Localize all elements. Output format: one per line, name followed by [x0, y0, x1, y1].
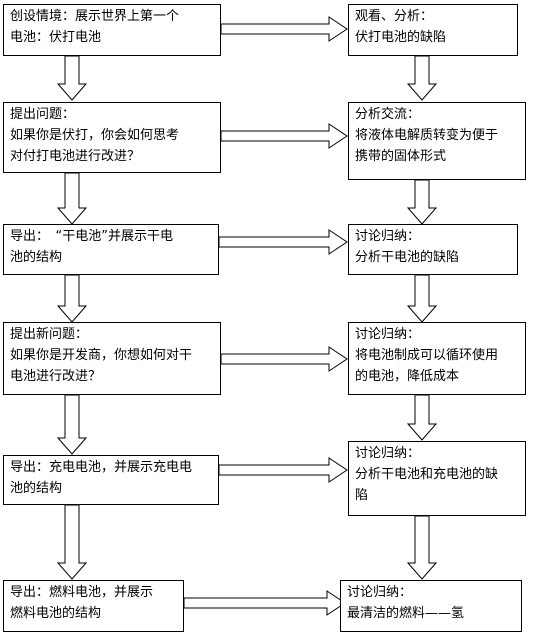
right-arrow-3	[218, 229, 348, 255]
right-box-2-line-2: 将液体电解质转变为便于	[355, 128, 499, 143]
right-box-5-line-1: 讨论归纳：	[355, 446, 421, 461]
down-arrow-left-5	[56, 504, 88, 580]
right-box-2-line-3: 携带的固体形式	[355, 149, 447, 164]
right-box-6-line-1: 讨论归纳：	[347, 585, 413, 600]
right-box-4-line-2: 将电池制成可以循环使用	[355, 348, 499, 363]
left-box-6-line-1: 导出：燃料电池，并展示	[10, 585, 154, 600]
left-box-4-line-2: 如果你是开发商，你想如何对干	[10, 348, 193, 363]
left-box-2-line-3: 对付打电池进行改进？	[10, 149, 141, 164]
left-box-1-line-2: 电池：伏打电池	[10, 30, 102, 45]
down-arrow-left-2	[56, 172, 88, 225]
right-box-4-line-3: 的电池，降低成本	[355, 369, 460, 384]
left-box-3: 导出： “干电池”并展示干电 池的结构	[3, 224, 219, 275]
right-box-4-line-1: 讨论归纳：	[355, 327, 421, 342]
down-arrow-right-2	[406, 179, 438, 225]
left-box-4: 提出新问题： 如果你是开发商，你想如何对干 电池进行改进？	[3, 322, 221, 395]
down-arrow-left-1	[56, 55, 88, 101]
right-box-3-line-2: 分析干电池的缺陷	[355, 250, 460, 265]
down-arrow-right-3	[406, 274, 438, 323]
right-box-2-line-1: 分析交流：	[355, 107, 421, 122]
right-box-5-line-3: 陷	[355, 488, 369, 503]
left-box-1-line-1: 创设情境：展示世界上第一个	[10, 9, 180, 24]
left-box-5: 导出：充电电池，并展示充电电 池的结构	[3, 455, 219, 505]
right-box-6-line-2: 最清洁的燃料——氢	[347, 606, 465, 621]
right-box-5-line-2: 分析干电池和充电池的缺	[355, 467, 499, 482]
right-arrow-4	[220, 346, 348, 372]
left-box-2: 提出问题： 如果你是伏打，你会如何思考 对付打电池进行改进？	[3, 102, 221, 173]
right-arrow-6	[183, 590, 346, 616]
right-arrow-1	[220, 16, 348, 42]
down-arrow-right-5	[406, 515, 438, 580]
left-box-4-line-1: 提出新问题：	[10, 327, 89, 342]
left-box-3-line-1: 导出： “干电池”并展示干电	[10, 229, 173, 244]
left-box-3-line-2: 池的结构	[10, 250, 63, 265]
right-box-1-line-2: 伏打电池的缺陷	[355, 30, 447, 45]
right-arrow-2	[220, 123, 348, 149]
right-box-1-line-1: 观看、分析：	[355, 9, 434, 24]
down-arrow-left-4	[56, 394, 88, 455]
left-box-4-line-3: 电池进行改进？	[10, 369, 102, 384]
right-box-6: 讨论归纳： 最清洁的燃料——氢	[340, 580, 522, 632]
right-box-2: 分析交流： 将液体电解质转变为便于 携带的固体形式	[348, 102, 526, 180]
right-box-5: 讨论归纳： 分析干电池和充电池的缺 陷	[348, 441, 526, 516]
right-arrow-5	[218, 457, 348, 483]
right-box-3: 讨论归纳： 分析干电池的缺陷	[348, 224, 518, 275]
left-box-6-line-2: 燃料电池的结构	[10, 606, 102, 621]
down-arrow-right-1	[406, 55, 438, 101]
left-box-2-line-1: 提出问题：	[10, 107, 76, 122]
down-arrow-right-4	[406, 394, 438, 441]
down-arrow-left-3	[56, 274, 88, 323]
left-box-5-line-2: 池的结构	[10, 481, 63, 496]
left-box-2-line-2: 如果你是伏打，你会如何思考	[10, 128, 180, 143]
right-box-1: 观看、分析： 伏打电池的缺陷	[348, 4, 518, 56]
right-box-4: 讨论归纳： 将电池制成可以循环使用 的电池，降低成本	[348, 322, 526, 395]
left-box-1: 创设情境：展示世界上第一个 电池：伏打电池	[3, 4, 221, 56]
left-box-5-line-1: 导出：充电电池，并展示充电电	[10, 460, 193, 475]
right-box-3-line-1: 讨论归纳：	[355, 229, 421, 244]
left-box-6: 导出：燃料电池，并展示 燃料电池的结构	[3, 580, 184, 632]
